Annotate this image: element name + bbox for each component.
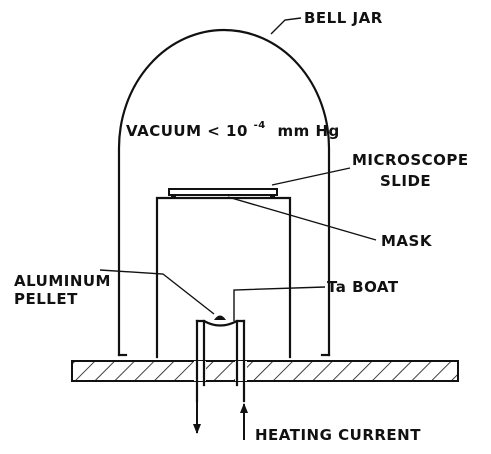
vacuum-exponent: -4 [254,120,266,131]
slide-support-right [270,195,275,199]
ta-boat [195,319,246,327]
aluminum-pellet-leader [99,269,215,315]
microscope-slide-leader [271,167,351,186]
microscope-slide-label-line2: SLIDE [380,172,431,190]
microscope-slide [168,188,278,196]
mask-leader [227,196,377,241]
slide-support-left [171,195,176,199]
vacuum-label: VACUUM < 10 -4 mm Hg [126,114,340,140]
mask-label: MASK [381,232,433,250]
vacuum-unit: mm Hg [277,122,339,140]
vacuum-prefix: VACUUM < 10 [126,122,248,140]
bell-jar-outline [117,28,331,357]
microscope-slide-label-line1: MICROSCOPE [352,151,469,169]
ta-boat-leader [233,286,326,321]
aluminum-pellet-label-line1: ALUMINUM [14,272,111,290]
base-plate [71,360,459,382]
ta-boat-label: Ta BOAT [327,278,399,296]
mask-enclosure [155,196,292,359]
heating-current-label: HEATING CURRENT [255,426,421,444]
bell-jar-label: BELL JAR [304,9,383,27]
aluminum-pellet [214,315,226,320]
bell-jar-leader [270,17,302,35]
aluminum-pellet-label-line2: PELLET [14,290,78,308]
